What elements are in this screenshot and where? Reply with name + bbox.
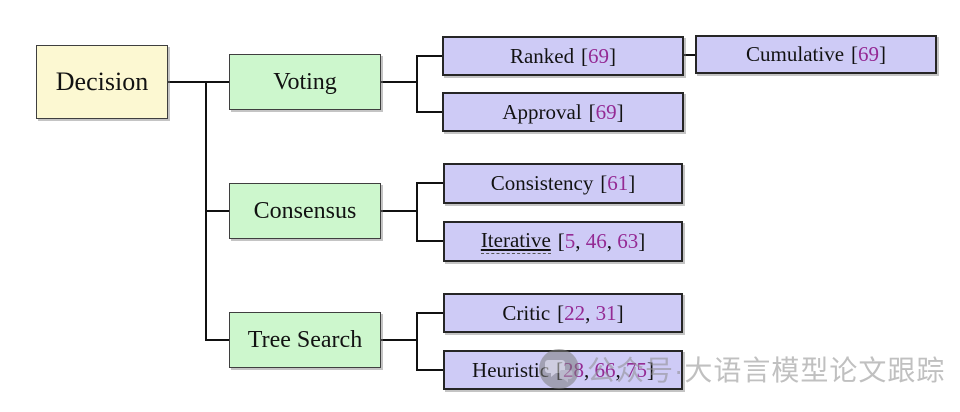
node-label: Iterative bbox=[480, 229, 551, 255]
citation-bracket: ] bbox=[628, 171, 636, 195]
citation-bracket: [ bbox=[557, 300, 565, 325]
citation-separator: , bbox=[585, 300, 596, 325]
citation-separator: , bbox=[615, 357, 626, 382]
citation-separator: , bbox=[583, 357, 595, 382]
node-decision: Decision bbox=[36, 45, 168, 119]
citation-bracket: ] bbox=[646, 357, 654, 382]
citation-number: 63 bbox=[617, 229, 639, 253]
connector-line bbox=[381, 339, 418, 341]
citation-number: 5 bbox=[564, 229, 576, 253]
node-critic: Critic[22, 31] bbox=[443, 293, 683, 333]
connector-line bbox=[205, 339, 230, 341]
node-label: Cumulative bbox=[746, 42, 845, 66]
citation-bracket: [ bbox=[557, 229, 565, 253]
citation-bracket: ] bbox=[878, 42, 886, 66]
connector-line bbox=[381, 81, 418, 83]
node-voting: Voting bbox=[229, 54, 381, 110]
connector-line bbox=[205, 210, 230, 212]
citation-bracket: ] bbox=[638, 229, 646, 253]
citation-bracket: [ bbox=[555, 357, 563, 382]
citation-number: 46 bbox=[585, 229, 607, 253]
citation-number: 69 bbox=[588, 43, 610, 68]
citation-separator: , bbox=[606, 229, 618, 253]
node-label: Consensus bbox=[253, 197, 357, 224]
citation-bracket: [ bbox=[588, 99, 596, 124]
node-approval: Approval[69] bbox=[442, 92, 684, 132]
node-tree-search: Tree Search bbox=[229, 312, 381, 368]
citation-number: 75 bbox=[625, 357, 647, 382]
node-label: Consistency bbox=[490, 171, 594, 195]
node-label: Approval bbox=[502, 99, 582, 124]
node-label: Voting bbox=[273, 68, 337, 95]
citation-number: 31 bbox=[595, 300, 617, 325]
node-cumulative: Cumulative[69] bbox=[695, 35, 937, 74]
node-ranked: Ranked[69] bbox=[442, 36, 684, 76]
connector-line bbox=[381, 210, 418, 212]
node-label: Heuristic bbox=[472, 357, 550, 382]
node-label: Critic bbox=[502, 300, 551, 325]
node-iterative: Iterative[5, 46, 63] bbox=[443, 221, 683, 262]
citation-number: 69 bbox=[595, 99, 617, 124]
connector-line bbox=[416, 111, 443, 113]
connector-line bbox=[416, 182, 418, 242]
node-label: Tree Search bbox=[247, 326, 363, 353]
connector-line bbox=[684, 54, 696, 56]
citation-number: 66 bbox=[594, 357, 616, 382]
citation-bracket: ] bbox=[616, 300, 624, 325]
connector-line bbox=[168, 81, 230, 83]
connector-line bbox=[416, 55, 418, 113]
connector-line bbox=[416, 369, 444, 371]
citation-separator: , bbox=[575, 229, 586, 253]
node-heuristic: Heuristic[28, 66, 75] bbox=[443, 350, 683, 390]
node-consensus: Consensus bbox=[229, 183, 381, 239]
citation-bracket: [ bbox=[581, 43, 589, 68]
node-label: Ranked bbox=[509, 43, 575, 68]
node-label: Decision bbox=[55, 67, 149, 96]
citation-bracket: [ bbox=[850, 42, 858, 66]
connector-line bbox=[416, 312, 444, 314]
citation-bracket: ] bbox=[616, 99, 624, 124]
connector-line bbox=[416, 55, 443, 57]
connector-line bbox=[416, 312, 418, 371]
citation-bracket: ] bbox=[609, 43, 617, 68]
citation-number: 22 bbox=[564, 300, 586, 325]
citation-number: 28 bbox=[562, 357, 584, 382]
node-consistency: Consistency[61] bbox=[443, 163, 683, 204]
citation-number: 69 bbox=[857, 42, 879, 66]
citation-bracket: [ bbox=[600, 171, 608, 195]
citation-number: 61 bbox=[607, 171, 629, 195]
connector-line bbox=[416, 182, 444, 184]
connector-line bbox=[416, 240, 444, 242]
